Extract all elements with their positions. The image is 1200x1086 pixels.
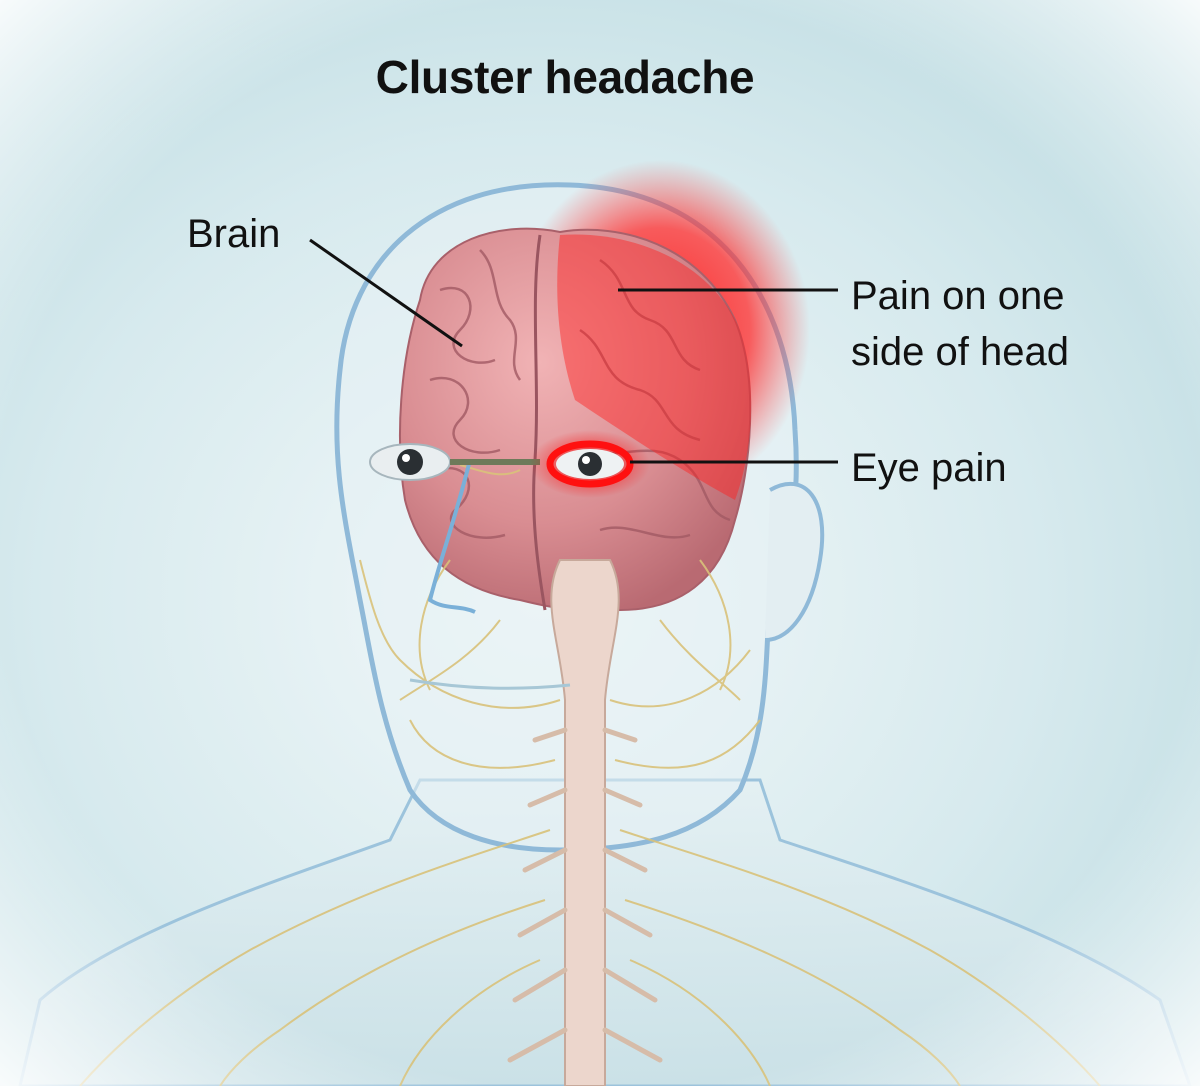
brain-label: Brain bbox=[187, 212, 281, 256]
pain-side-label-line2: side of head bbox=[851, 330, 1069, 374]
eye-pain-label: Eye pain bbox=[851, 446, 1007, 490]
pain-side-label: Pain on one side of head bbox=[851, 268, 1171, 380]
pain-side-label-line1: Pain on one bbox=[851, 274, 1065, 318]
diagram-title: Cluster headache bbox=[375, 51, 755, 103]
